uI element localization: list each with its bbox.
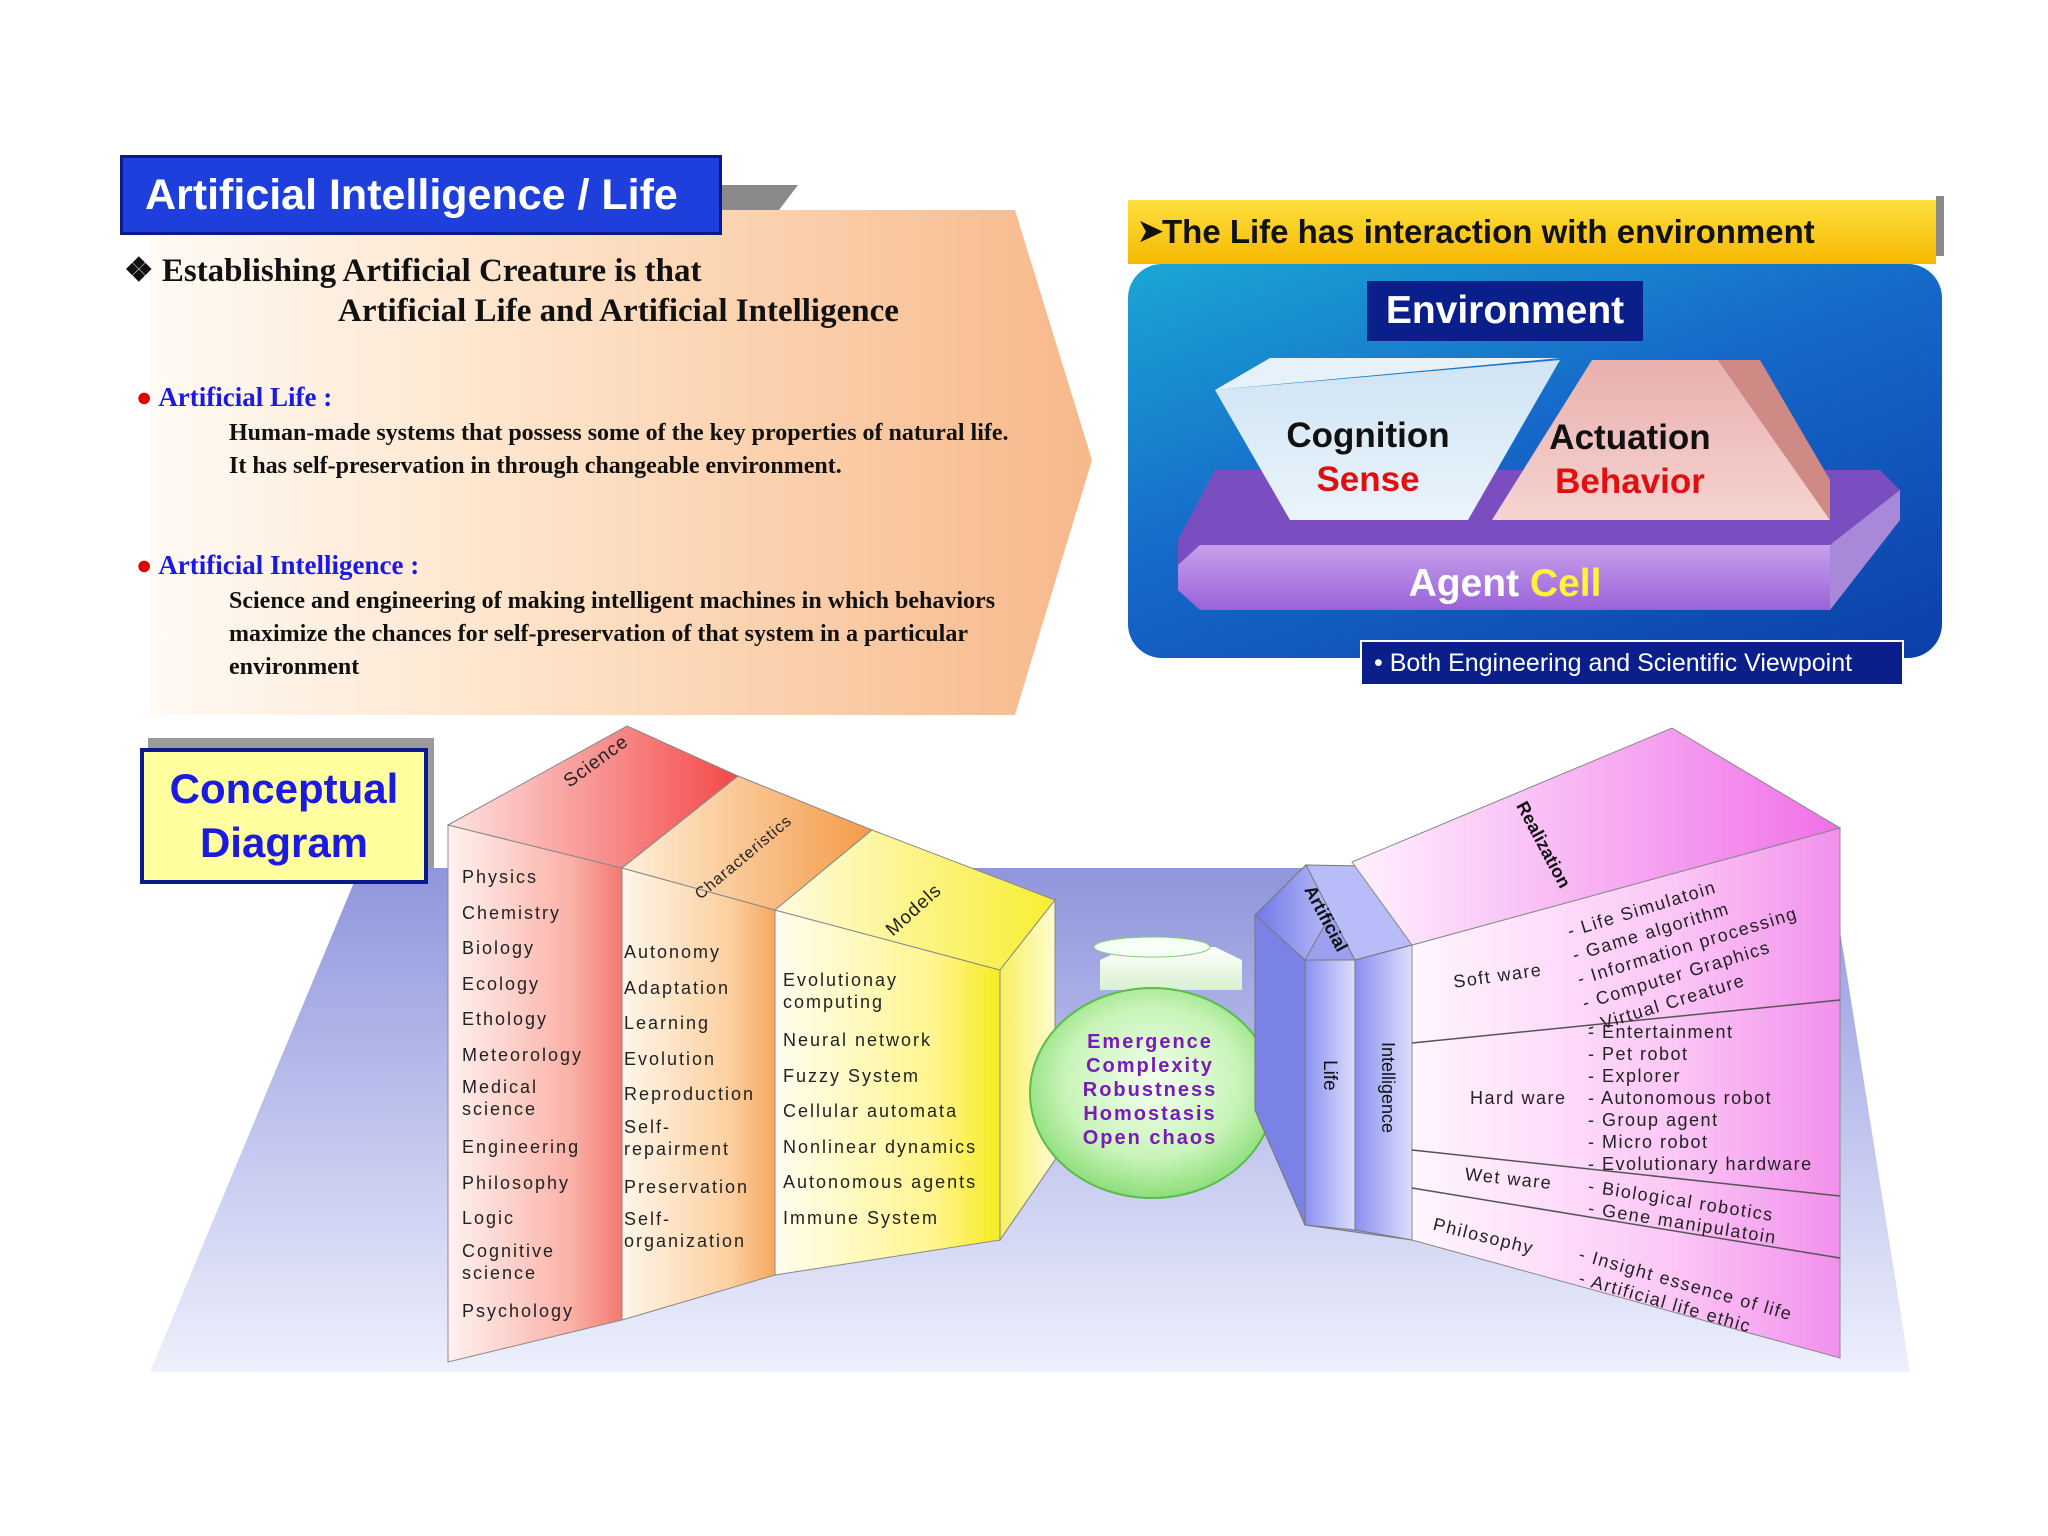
list-item: Evolutionay computing <box>783 970 899 1012</box>
cognition-label: Cognition <box>1286 416 1450 455</box>
concept-title-line-1: Conceptual <box>169 765 399 812</box>
list-item: Fuzzy System <box>783 1065 921 1086</box>
red-dot-icon: ● <box>136 382 153 412</box>
list-item: Engineering <box>462 1137 581 1157</box>
list-item: Autonomy <box>624 942 722 962</box>
environment-label: Environment <box>1367 281 1643 341</box>
list-item: Meteorology <box>462 1044 584 1065</box>
intro-line-2: Artificial Life and Artificial Intellige… <box>338 293 899 329</box>
concept-title-shadow <box>148 738 434 750</box>
life-label: Life <box>1319 1060 1340 1091</box>
center-item: Robustness <box>1082 1079 1218 1101</box>
realization-item: - Entertainment <box>1588 1022 1734 1042</box>
banner-shadow <box>1936 196 1944 256</box>
sense-label: Sense <box>1316 460 1420 499</box>
cell-text: Cell <box>1529 562 1602 605</box>
environment-banner: ➤The Life has interaction with environme… <box>1128 200 1936 264</box>
list-item: Philosophy <box>462 1172 571 1193</box>
list-item: Medical science <box>462 1077 539 1119</box>
realization-item: - Explorer <box>1588 1066 1682 1086</box>
realization-item: - Autonomous robot <box>1588 1088 1773 1108</box>
list-item: Evolution <box>624 1048 717 1069</box>
list-item: Cellular automata <box>783 1101 959 1121</box>
models-list: Evolutionay computing Neural network Fuz… <box>783 966 977 1236</box>
list-item: Biology <box>462 938 536 958</box>
center-item: Complexity <box>1086 1055 1214 1077</box>
artificial-intelligence-heading-text: Artificial Intelligence : <box>158 550 420 580</box>
banner-text: The Life has interaction with environmen… <box>1162 213 1815 250</box>
center-item: Homostasis <box>1083 1103 1217 1125</box>
list-item: Physics <box>462 867 539 887</box>
artificial-intelligence-heading: ●Artificial Intelligence : <box>136 550 419 581</box>
conceptual-diagram-title: Conceptual Diagram <box>140 748 428 884</box>
intro-line-1: Establishing Artificial Creature is that <box>161 253 702 289</box>
list-item: Autonomous agents <box>783 1172 978 1192</box>
center-cone <box>1100 947 1242 990</box>
list-item: Self-repairment <box>624 1116 731 1159</box>
hardware-category: Hard ware <box>1470 1088 1567 1108</box>
intelligence-label: Intelligence <box>1378 1042 1398 1134</box>
artificial-life-heading-text: Artificial Life : <box>158 382 333 412</box>
list-item: Psychology <box>462 1300 575 1321</box>
list-item: Learning <box>624 1013 711 1033</box>
viewpoint-caption: • Both Engineering and Scientific Viewpo… <box>1360 640 1904 686</box>
artificial-life-text: Human-made systems that possess some of … <box>229 420 1009 479</box>
section-title: Artificial Intelligence / Life <box>120 155 722 235</box>
life-column <box>1304 959 1356 1231</box>
intro-line: ❖ Establishing Artificial Creature is th… <box>124 250 701 290</box>
list-item: Reproduction <box>624 1084 756 1104</box>
artificial-intelligence-text: Science and engineering of making intell… <box>229 588 996 680</box>
realization-item: - Micro robot <box>1588 1132 1709 1152</box>
list-item: Self-organization <box>624 1209 747 1251</box>
realization-item: - Group agent <box>1588 1110 1719 1130</box>
list-item: Chemistry <box>462 902 562 923</box>
realization-item: - Evolutionary hardware <box>1588 1154 1813 1174</box>
red-dot-icon: ● <box>136 550 153 580</box>
artificial-life-heading: ●Artificial Life : <box>136 382 332 413</box>
list-item: Ecology <box>462 973 541 994</box>
arrow-right-icon: ➤ <box>1138 215 1164 248</box>
list-item: Cognitive science <box>462 1240 556 1283</box>
agent-text: Agent <box>1408 562 1520 605</box>
list-item: Logic <box>462 1208 516 1228</box>
list-item: Preservation <box>624 1176 750 1197</box>
actuation-label: Actuation <box>1549 418 1711 457</box>
center-item: Emergence <box>1087 1031 1213 1053</box>
list-item: Adaptation <box>624 977 731 998</box>
concept-title-shadow-side <box>424 738 434 878</box>
list-item: Ethology <box>462 1009 549 1029</box>
science-list: Physics Chemistry Biology Ecology Etholo… <box>462 860 583 1329</box>
realization-top <box>1351 727 1842 946</box>
list-item: Neural network <box>783 1030 933 1050</box>
list-item: Nonlinear dynamics <box>783 1136 978 1157</box>
characteristics-list: Autonomy Adaptation Learning Evolution R… <box>624 935 755 1262</box>
diamond-bullet-icon: ❖ <box>124 253 154 289</box>
realization-item: - Pet robot <box>1588 1044 1689 1064</box>
list-item: Immune System <box>783 1207 940 1228</box>
center-item: Open chaos <box>1082 1127 1218 1149</box>
agent-cell-label: Agent Cell <box>1380 562 1630 606</box>
behavior-label: Behavior <box>1555 462 1705 501</box>
definition-arrow-panel <box>150 210 1092 715</box>
concept-title-line-2: Diagram <box>199 819 369 866</box>
center-properties: Emergence Complexity Robustness Homostas… <box>1030 1030 1270 1150</box>
